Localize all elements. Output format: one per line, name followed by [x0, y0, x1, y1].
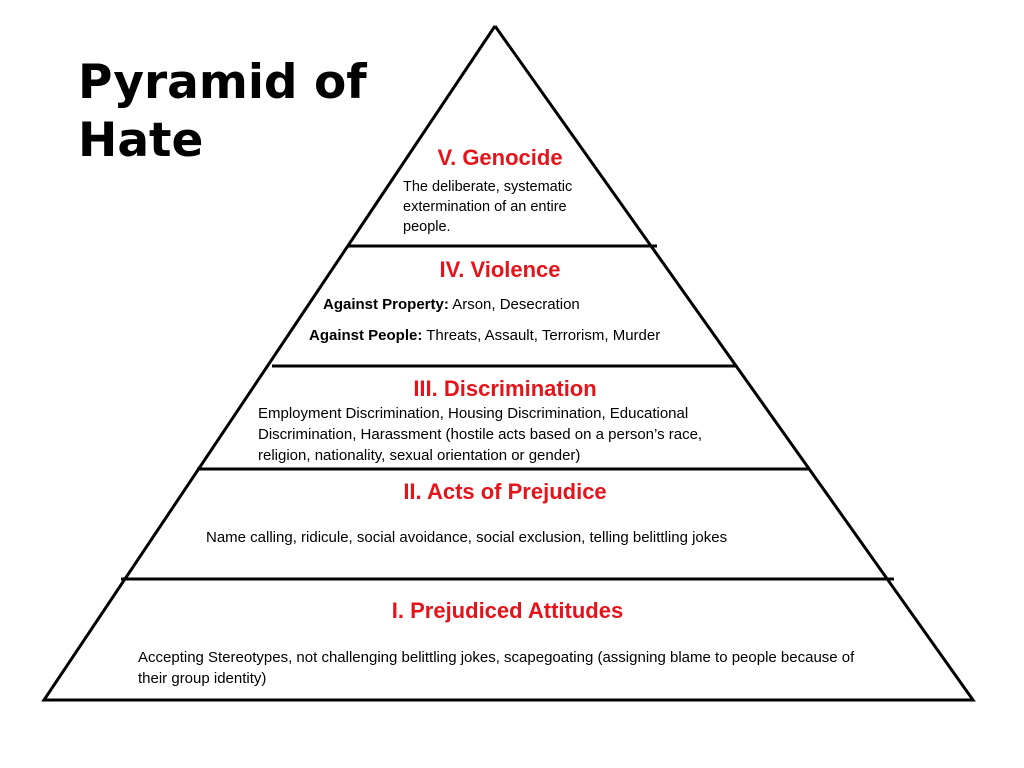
tier-title-violence: IV. Violence: [439, 257, 561, 282]
tier-title-genocide: V. Genocide: [437, 145, 563, 170]
tier-description-acts-of-prejudice: Name calling, ridicule, social avoidance…: [206, 529, 728, 546]
page-title: Pyramid of Hate: [78, 55, 367, 168]
tier-title-acts-of-prejudice: II. Acts of Prejudice: [403, 479, 607, 504]
tier-title-prejudiced-attitudes: I. Prejudiced Attitudes: [391, 598, 624, 623]
against-property-text: Arson, Desecration: [448, 296, 580, 313]
violence-property-line: Against Property: Arson, Desecration: [323, 294, 663, 315]
against-people-label: Against People:: [309, 327, 423, 344]
tier-description-discrimination: Employment Discrimination, Housing Discr…: [258, 405, 703, 464]
tier-description-genocide: The deliberate, systematic extermination…: [403, 179, 573, 235]
tier-title-discrimination: III. Discrimination: [413, 376, 597, 401]
pyramid-outline: [41, 25, 976, 702]
tier-description-prejudiced-attitudes: Accepting Stereotypes, not challenging b…: [138, 649, 855, 687]
violence-people-line: Against People: Threats, Assault, Terror…: [309, 325, 674, 346]
against-people-text: Threats, Assault, Terrorism, Murder: [422, 327, 661, 344]
against-property-label: Against Property:: [323, 296, 449, 313]
